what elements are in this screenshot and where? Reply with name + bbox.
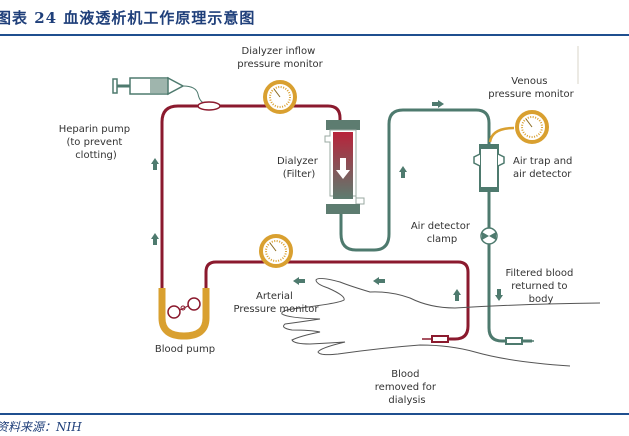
flow-arrow-left-icon <box>373 277 385 285</box>
figure-header: 图表 24 血液透析机工作原理示意图 <box>0 0 629 34</box>
flow-arrow-down-icon <box>495 289 503 301</box>
dialyzer-label: Dialyzer (Filter) <box>277 156 321 180</box>
venous-return-line <box>487 192 532 343</box>
dialyzer-inflow-gauge-icon <box>263 80 297 114</box>
bottom-rule <box>0 413 629 415</box>
arterial-monitor-label: Arterial Pressure monitor <box>233 291 319 315</box>
venous-needle-icon <box>505 337 534 345</box>
arm-outline <box>281 277 601 367</box>
arterial-needle-icon <box>422 335 449 343</box>
flow-arrow-up-icon <box>151 233 159 245</box>
flow-arrow-right-icon <box>432 100 444 108</box>
dialyzer-inflow-label: Dialyzer inflow pressure monitor <box>237 46 323 70</box>
air-detector-clamp-label: Air detector clamp <box>411 221 473 245</box>
flow-arrow-left-icon <box>293 277 305 285</box>
air-detector-clamp-icon <box>480 227 498 245</box>
flow-arrow-up-icon <box>399 166 407 178</box>
top-rule <box>0 34 629 36</box>
arterial-gauge-icon <box>259 234 293 268</box>
dialyzer-filter-icon <box>324 120 365 214</box>
blood-pump-label: Blood pump <box>155 344 215 355</box>
air-trap-icon <box>473 144 505 192</box>
arterial-line-to-dialyzer <box>160 104 342 288</box>
hemodialysis-diagram: Dialyzer inflow pressure monitor Venous … <box>59 46 601 406</box>
venous-gauge-icon <box>488 110 549 144</box>
heparin-pump-label: Heparin pump (to prevent clotting) <box>59 124 134 161</box>
venous-monitor-label: Venous pressure monitor <box>488 76 574 100</box>
heparin-syringe-icon <box>112 76 209 105</box>
source-note: 资料来源：NIH <box>0 420 82 434</box>
flow-arrow-up-icon <box>453 289 461 301</box>
blood-pump-icon <box>158 288 210 340</box>
venous-line <box>339 108 491 252</box>
figure-title: 图表 24 血液透析机工作原理示意图 <box>0 9 256 27</box>
flow-arrow-up-icon <box>151 158 159 170</box>
arterial-line-from-arm <box>204 260 470 341</box>
air-trap-label: Air trap and air detector <box>513 156 576 180</box>
heparin-port-icon <box>197 101 221 111</box>
blood-removed-label: Blood removed for dialysis <box>375 369 439 406</box>
filtered-blood-label: Filtered blood returned to body <box>505 268 576 305</box>
